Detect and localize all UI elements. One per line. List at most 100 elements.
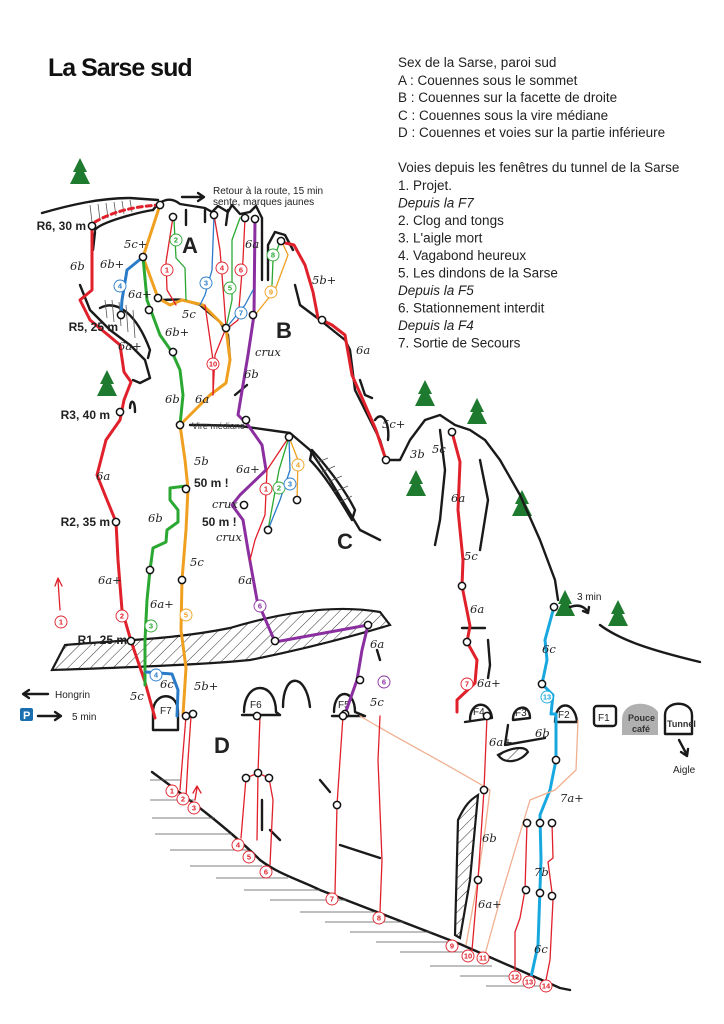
route-grade: 6a+ xyxy=(477,676,501,690)
legend-routes-heading: Voies depuis les fenêtres du tunnel de l… xyxy=(398,160,679,175)
route-number: 9 xyxy=(450,942,454,951)
route-number-circle xyxy=(165,784,179,798)
route-number-badge: 8 xyxy=(266,248,280,262)
route-number: 10 xyxy=(209,360,217,369)
belay-bolt-icon xyxy=(473,875,483,885)
belay-bolt-icon xyxy=(188,709,198,719)
route-purple-6 xyxy=(230,218,370,716)
parking-letter: P xyxy=(23,710,30,722)
route-number-circle xyxy=(445,939,459,953)
route-number: 4 xyxy=(118,282,123,291)
cafe-label: café xyxy=(632,724,650,734)
belay-bolt-icon xyxy=(181,711,191,721)
route-number-badge: 1 xyxy=(54,615,68,629)
route-grade: 6b xyxy=(70,259,85,273)
route-number-badge: 6 xyxy=(234,263,248,277)
belay-r6: R6, 30 m xyxy=(37,219,86,233)
route-grade: 6c xyxy=(160,677,174,691)
belay-stations xyxy=(87,200,561,901)
route-number-badge: 7 xyxy=(234,306,248,320)
route-grade: 3b xyxy=(410,447,425,461)
route-number-badge: 3 xyxy=(144,619,158,633)
route-number-circle xyxy=(264,285,278,299)
legend-route-item: Depuis la F5 xyxy=(398,283,474,298)
route-grade: 6c xyxy=(542,642,556,656)
route-number-circle xyxy=(377,675,391,689)
route-number-circle xyxy=(206,357,220,371)
route-number-circle xyxy=(176,792,190,806)
belay-bolt-icon xyxy=(549,602,559,612)
route-number: 14 xyxy=(542,982,551,991)
route-number: 7 xyxy=(330,895,334,904)
route-number: 3 xyxy=(288,480,292,489)
route-number: 5 xyxy=(247,853,251,862)
route-grade: 5c xyxy=(370,695,384,709)
route-grade: 6b xyxy=(482,831,497,845)
belay-bolt-icon xyxy=(175,420,185,430)
route-number: 4 xyxy=(296,461,301,470)
route-number-badge: 11 xyxy=(476,951,490,965)
belay-bolt-icon xyxy=(111,517,121,527)
route-number: 1 xyxy=(264,485,268,494)
route-number: 4 xyxy=(154,671,159,680)
belay-bolt-icon xyxy=(263,525,273,535)
legend-route-item: 2. Clog and tongs xyxy=(398,213,504,228)
route-number-badge: 12 xyxy=(508,970,522,984)
ground xyxy=(150,770,572,992)
belay-bolt-icon xyxy=(537,679,547,689)
page-title: La Sarse sud xyxy=(48,54,192,82)
route-grade: 6a xyxy=(370,637,384,651)
route-grade: 6b xyxy=(148,511,163,525)
belay-bolt-icon xyxy=(522,818,532,828)
route-grade: 6a+ xyxy=(478,897,502,911)
sector-c-label: C xyxy=(337,529,353,554)
route-number-badge: 10 xyxy=(206,357,220,371)
route-grade: 5c+ xyxy=(124,237,147,251)
tunnel-windows: F7 F6 F5 F4 F3 F2 F1 Pouce café Tunnel A… xyxy=(151,679,696,776)
route-number-circle xyxy=(291,458,305,472)
belay-bolt-icon xyxy=(248,310,258,320)
belay-bolt-icon xyxy=(332,800,342,810)
fifty-m-warning: 50 m ! xyxy=(194,476,229,490)
crux-label: crux xyxy=(255,345,281,359)
route-grade: 6a+ xyxy=(118,339,142,353)
route-number-badge: 1 xyxy=(160,263,174,277)
belay-bolt-icon xyxy=(292,495,302,505)
tree-icon xyxy=(608,600,628,626)
route-number-circle xyxy=(539,979,553,993)
route-number: 12 xyxy=(511,973,519,982)
belay-bolt-icon xyxy=(447,427,457,437)
route-number-circle xyxy=(231,838,245,852)
legend-heading: Sex de la Sarse, paroi sud xyxy=(398,55,556,70)
route-number-circle xyxy=(460,677,474,691)
route-number-badge: 13 xyxy=(540,690,554,704)
route-number-badge: 4 xyxy=(291,458,305,472)
route-number-circle xyxy=(253,599,267,613)
route-grade: 6a+ xyxy=(236,462,260,476)
legend-route-item: Depuis la F4 xyxy=(398,318,474,333)
belay-bolt-icon xyxy=(338,711,348,721)
route-grade: 5c xyxy=(130,689,144,703)
route-peach-11 xyxy=(483,719,579,959)
route-grade: 6c xyxy=(534,942,548,956)
route-number: 3 xyxy=(149,622,153,631)
route-number-circle xyxy=(234,263,248,277)
route-number-badge: 14 xyxy=(539,979,553,993)
route-number-badge: 4 xyxy=(113,279,127,293)
legend-sector-d: D : Couennes et voies sur la partie infé… xyxy=(398,125,665,140)
belay-bolt-icon xyxy=(535,818,545,828)
route-number-circle xyxy=(223,281,237,295)
route-number: 7 xyxy=(465,680,469,689)
legend-route-item: 1. Projet. xyxy=(398,178,452,193)
route-number: 2 xyxy=(120,612,124,621)
route-number-badge: 7 xyxy=(325,892,339,906)
route-number-circle xyxy=(54,615,68,629)
arrow-curve-icon xyxy=(568,604,591,615)
route-grade: 6a+ xyxy=(128,287,152,301)
route-red-7 xyxy=(450,430,479,714)
retour-note-2: sente, marques jaunes xyxy=(213,197,314,208)
route-grade: 5c xyxy=(182,307,196,321)
sector-b-label: B xyxy=(276,318,292,343)
